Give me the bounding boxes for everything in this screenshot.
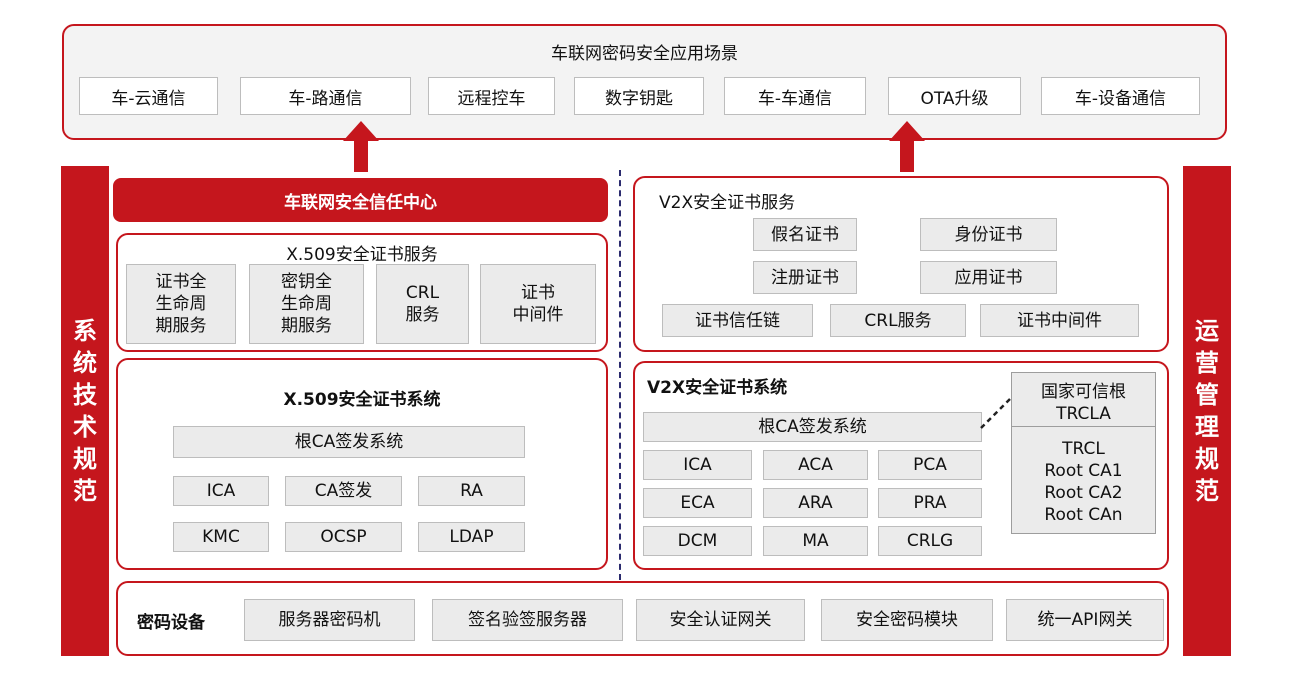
- scenario-car-cloud: 车-云通信: [79, 77, 218, 115]
- x509-service-title: X.509安全证书服务: [286, 245, 438, 265]
- right-bar-char: 营: [1195, 349, 1219, 377]
- v2x-aca: ACA: [763, 450, 868, 480]
- x509-cert-middleware: 证书 中间件: [480, 264, 596, 344]
- center-divider: [619, 170, 621, 580]
- trust-root-list: TRCL Root CA1 Root CA2 Root CAn: [1044, 439, 1123, 525]
- crypto-security-module: 安全密码模块: [821, 599, 993, 641]
- v2x-pseudonym-cert: 假名证书: [753, 218, 857, 251]
- x509-system-title: X.509安全证书系统: [283, 390, 441, 410]
- crypto-devices-label: 密码设备: [137, 613, 205, 633]
- x509-kmc: KMC: [173, 522, 269, 552]
- left-bar-char: 系: [73, 317, 97, 345]
- arrow-up-right-icon: [889, 121, 925, 172]
- v2x-eca: ECA: [643, 488, 752, 518]
- x509-key-lifecycle-service: 密钥全 生命周 期服务: [249, 264, 364, 344]
- trust-root-header: 国家可信根 TRCLA: [1041, 382, 1126, 424]
- v2x-pra: PRA: [878, 488, 982, 518]
- left-bar-char: 统: [73, 349, 97, 377]
- v2x-registration-cert: 注册证书: [753, 261, 857, 294]
- right-bar-ops-standard: 运 营 管 理 规 范: [1183, 166, 1231, 656]
- crypto-signature-server: 签名验签服务器: [432, 599, 623, 641]
- scenario-title: 车联网密码安全应用场景: [551, 44, 738, 64]
- v2x-crlg: CRLG: [878, 526, 982, 556]
- scenario-ota: OTA升级: [888, 77, 1021, 115]
- v2x-system-title: V2X安全证书系统: [647, 378, 788, 398]
- crypto-auth-gateway: 安全认证网关: [636, 599, 805, 641]
- right-bar-char: 规: [1195, 445, 1219, 473]
- left-bar-char: 术: [73, 413, 97, 441]
- scenario-car-road: 车-路通信: [240, 77, 411, 115]
- arrow-up-left-icon: [343, 121, 379, 172]
- trust-root-box: [1011, 372, 1156, 534]
- trust-center-header: 车联网安全信任中心: [113, 178, 608, 222]
- left-bar-char: 范: [73, 477, 97, 505]
- v2x-ara: ARA: [763, 488, 868, 518]
- crypto-server-hsm: 服务器密码机: [244, 599, 415, 641]
- x509-root-ca: 根CA签发系统: [173, 426, 525, 458]
- trust-center-label: 车联网安全信任中心: [284, 192, 437, 213]
- trust-root-connector: [980, 396, 1013, 429]
- x509-lifecycle-service: 证书全 生命周 期服务: [126, 264, 236, 344]
- x509-crl-service: CRL 服务: [376, 264, 469, 344]
- x509-ocsp: OCSP: [285, 522, 402, 552]
- v2x-service-title: V2X安全证书服务: [659, 193, 796, 213]
- crypto-api-gateway: 统一API网关: [1006, 599, 1164, 641]
- v2x-application-cert: 应用证书: [920, 261, 1057, 294]
- v2x-ica: ICA: [643, 450, 752, 480]
- x509-ca-issue: CA签发: [285, 476, 402, 506]
- left-bar-char: 规: [73, 445, 97, 473]
- right-bar-char: 范: [1195, 477, 1219, 505]
- v2x-ma: MA: [763, 526, 868, 556]
- x509-ldap: LDAP: [418, 522, 525, 552]
- trust-root-divider: [1011, 426, 1156, 427]
- v2x-root-ca: 根CA签发系统: [643, 412, 982, 442]
- v2x-trust-chain: 证书信任链: [662, 304, 813, 337]
- scenario-car-device: 车-设备通信: [1041, 77, 1200, 115]
- v2x-dcm: DCM: [643, 526, 752, 556]
- scenario-remote-control: 远程控车: [428, 77, 555, 115]
- x509-ra: RA: [418, 476, 525, 506]
- left-bar-tech-standard: 系 统 技 术 规 范: [61, 166, 109, 656]
- v2x-cert-middleware: 证书中间件: [980, 304, 1139, 337]
- x509-ica: ICA: [173, 476, 269, 506]
- v2x-crl-service: CRL服务: [830, 304, 966, 337]
- right-bar-char: 管: [1195, 381, 1219, 409]
- v2x-identity-cert: 身份证书: [920, 218, 1057, 251]
- scenario-digital-key: 数字钥匙: [574, 77, 704, 115]
- left-bar-char: 技: [73, 381, 97, 409]
- scenario-car-car: 车-车通信: [724, 77, 866, 115]
- right-bar-char: 运: [1195, 317, 1219, 345]
- right-bar-char: 理: [1195, 413, 1219, 441]
- v2x-pca: PCA: [878, 450, 982, 480]
